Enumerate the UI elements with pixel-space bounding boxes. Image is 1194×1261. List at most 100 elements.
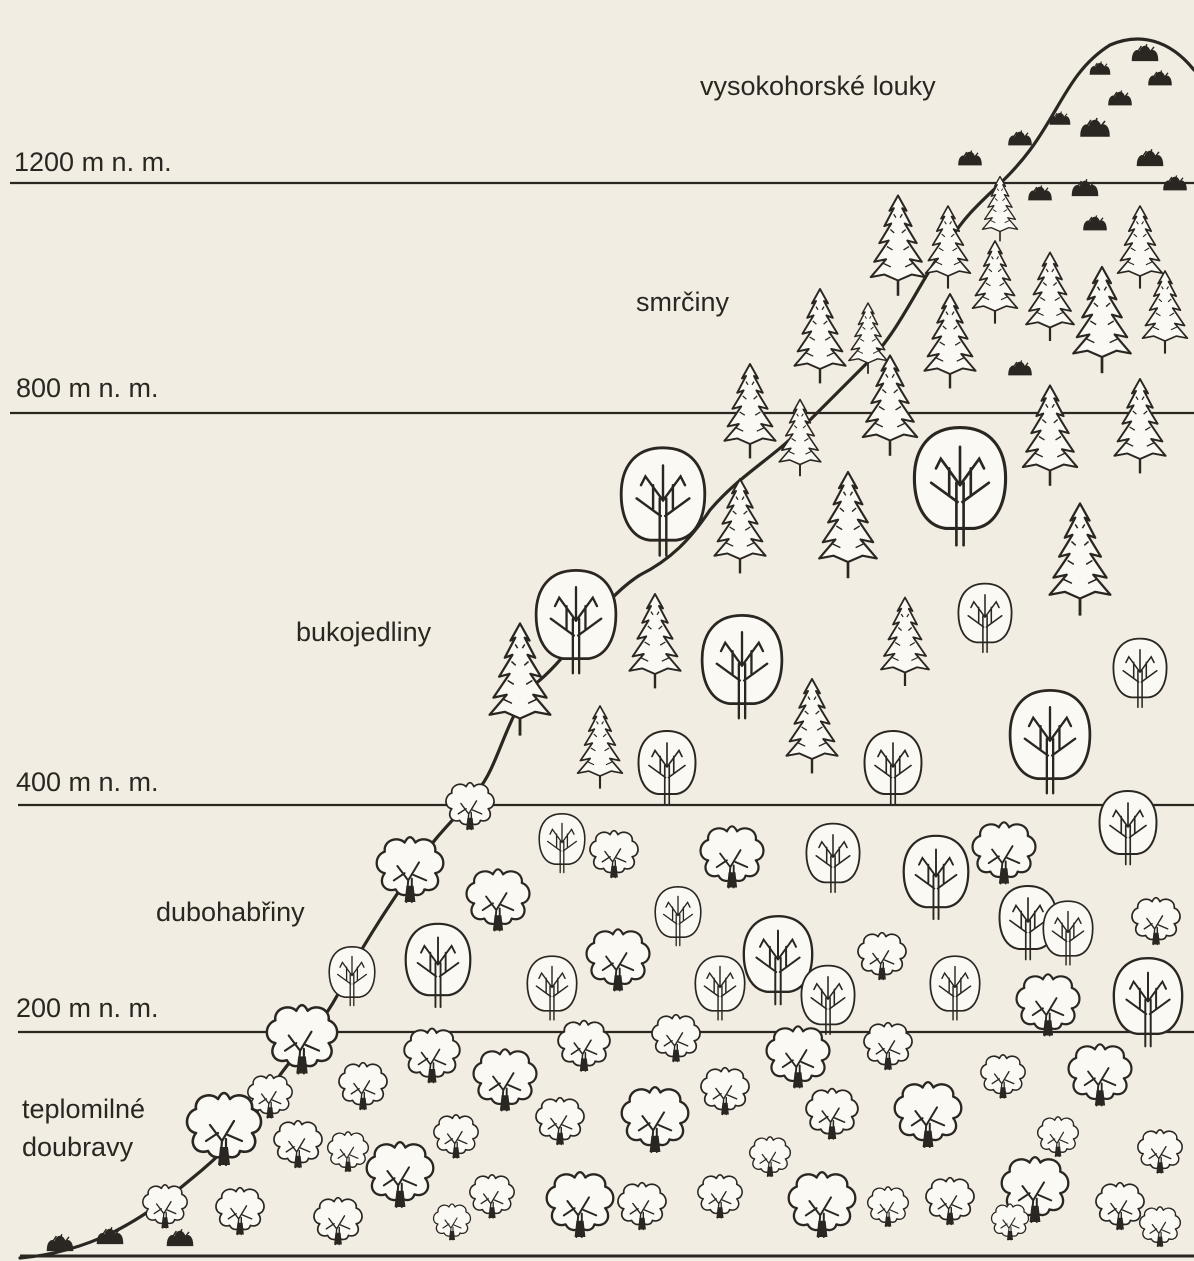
zone-label-spruce-forests: smrčiny: [636, 284, 729, 320]
oak-tree-icon: [216, 1188, 264, 1235]
oak-tree-icon: [1069, 1044, 1132, 1105]
beech-tree-icon: [695, 956, 744, 1020]
oak-tree-icon: [404, 1029, 460, 1083]
conifer-tree-icon: [973, 241, 1018, 324]
zone-label-alpine-meadows: vysokohorské louky: [700, 68, 936, 104]
conifer-tree-icon: [849, 303, 887, 374]
conifer-tree-icon: [794, 289, 845, 383]
meadow-shrub-icon: [1009, 130, 1031, 144]
oak-tree-icon: [434, 1115, 478, 1158]
oak-tree-icon: [864, 1023, 912, 1070]
oak-tree-icon: [328, 1132, 369, 1172]
oak-tree-icon: [926, 1178, 974, 1225]
oak-tree-icon: [750, 1137, 791, 1177]
oak-tree-icon: [339, 1063, 387, 1110]
beech-tree-icon: [702, 615, 782, 718]
oak-tree-icon: [767, 1026, 830, 1087]
beech-tree-icon: [1114, 958, 1182, 1046]
conifer-tree-icon: [1023, 386, 1077, 486]
oak-tree-icon: [536, 1098, 584, 1145]
beech-tree-icon: [655, 887, 701, 946]
beech-tree-icon: [958, 584, 1011, 653]
beech-tree-icon: [1010, 690, 1090, 793]
oak-tree-icon: [274, 1121, 322, 1168]
meadow-shrub-icon: [167, 1229, 192, 1245]
beech-tree-icon: [1043, 901, 1092, 965]
beech-tree-icon: [406, 924, 471, 1007]
oak-tree-icon: [587, 929, 650, 990]
beech-tree-icon: [930, 956, 979, 1020]
beech-tree-icon: [904, 836, 969, 919]
oak-tree-icon: [470, 1175, 514, 1218]
conifer-tree-icon: [779, 400, 821, 477]
oak-tree-icon: [652, 1015, 700, 1062]
oak-tree-icon: [701, 826, 764, 887]
meadow-shrub-icon: [1090, 62, 1110, 75]
oak-tree-icon: [868, 1187, 909, 1227]
conifer-tree-icon: [786, 679, 837, 773]
altitude-label-400: 400 m n. m.: [16, 764, 159, 800]
meadow-shrub-icon: [1081, 118, 1109, 136]
oak-tree-icon: [558, 1021, 610, 1071]
beech-tree-icon: [1113, 639, 1166, 708]
zone-label-oak-hornbeam-forests: dubohabřiny: [156, 894, 305, 930]
altitude-label-800: 800 m n. m.: [16, 370, 159, 406]
oak-tree-icon: [467, 869, 530, 930]
beech-tree-icon: [527, 956, 576, 1020]
conifer-tree-icon: [863, 356, 917, 456]
meadow-shrub-icon: [1109, 90, 1131, 104]
oak-tree-icon: [981, 1055, 1025, 1098]
altitude-label-200: 200 m n. m.: [16, 990, 159, 1026]
oak-tree-icon: [1096, 1183, 1144, 1230]
conifer-tree-icon: [982, 177, 1017, 242]
oak-tree-icon: [446, 783, 494, 830]
oak-tree-icon: [789, 1172, 856, 1237]
conifer-tree-icon: [629, 594, 680, 688]
oak-tree-icon: [701, 1068, 749, 1115]
conifer-tree-icon: [1050, 504, 1111, 616]
beech-tree-icon: [806, 824, 859, 893]
oak-tree-icon: [547, 1172, 614, 1237]
oak-tree-icon: [187, 1093, 261, 1165]
oak-tree-icon: [1017, 974, 1080, 1035]
conifer-tree-icon: [578, 706, 623, 789]
meadow-shrub-icon: [47, 1234, 72, 1250]
oak-tree-icon: [314, 1198, 362, 1245]
oak-tree-icon: [858, 933, 906, 980]
meadow-shrub-icon: [1009, 360, 1031, 374]
oak-tree-icon: [618, 1183, 666, 1230]
altitude-label-1200: 1200 m n. m.: [14, 144, 172, 180]
meadow-shrub-icon: [1072, 179, 1097, 195]
conifer-tree-icon: [1026, 253, 1074, 342]
conifer-tree-icon: [871, 196, 925, 296]
beech-tree-icon: [536, 570, 616, 673]
oak-tree-icon: [367, 1142, 434, 1207]
conifer-tree-icon: [1143, 271, 1188, 354]
oak-tree-icon: [267, 1005, 337, 1073]
meadow-shrub-icon: [959, 150, 981, 164]
meadow-shrub-icon: [1132, 44, 1157, 60]
oak-tree-icon: [895, 1082, 962, 1147]
meadow-shrub-icon: [1149, 70, 1171, 84]
conifer-tree-icon: [1114, 379, 1165, 473]
zone-label-beech-fir-forests: bukojedliny: [296, 614, 431, 650]
oak-tree-icon: [973, 822, 1036, 883]
oak-tree-icon: [992, 1204, 1029, 1240]
beech-tree-icon: [621, 448, 705, 556]
beech-tree-icon: [1100, 791, 1157, 865]
meadow-shrub-icon: [1137, 149, 1162, 165]
oak-tree-icon: [622, 1087, 689, 1152]
beech-tree-icon: [865, 731, 922, 805]
oak-tree-icon: [698, 1175, 742, 1218]
meadow-shrub-icon: [1164, 175, 1186, 189]
conifer-tree-icon: [1073, 267, 1131, 373]
beech-tree-icon: [539, 814, 585, 873]
oak-tree-icon: [434, 1204, 471, 1240]
vegetation-layer: [47, 44, 1187, 1250]
conifer-tree-icon: [819, 472, 877, 578]
oak-tree-icon: [143, 1185, 187, 1228]
conifer-tree-icon: [724, 364, 775, 458]
beech-tree-icon: [914, 428, 1005, 546]
beech-tree-icon: [801, 966, 854, 1035]
